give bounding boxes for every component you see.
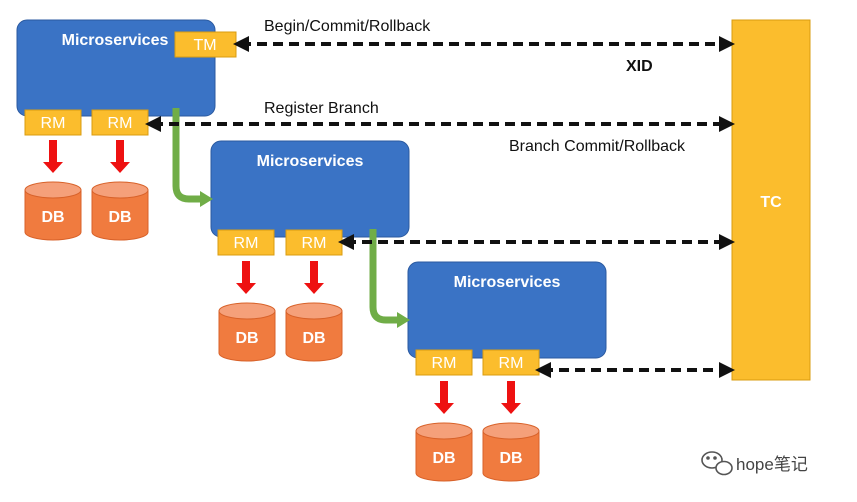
tm-label: TM <box>193 37 216 54</box>
service-3-rm-2-label: RM <box>499 355 524 372</box>
microservice-1-label: Microservices <box>62 32 169 49</box>
db-label-2-2: DB <box>302 330 325 347</box>
db-label-1-1: DB <box>41 209 64 226</box>
service-3-rm-1 <box>415 349 473 376</box>
tc-communication-arrows <box>145 36 735 378</box>
db-group-1: DB DB <box>24 181 149 241</box>
db-label-1-2: DB <box>108 209 131 226</box>
db-group-2: DB DB <box>218 302 343 362</box>
db-label-3-1: DB <box>432 450 455 467</box>
db-cylinder-2-2 <box>285 310 343 362</box>
flow-arrowheads <box>200 191 410 328</box>
db-label-2-1: DB <box>235 330 258 347</box>
service-1-rm-2 <box>91 109 149 136</box>
branch-commit-rollback-label: Branch Commit/Rollback <box>509 138 686 155</box>
db-arrow-2-1 <box>236 261 256 294</box>
tc-box <box>731 19 811 381</box>
microservice-2-label: Microservices <box>257 153 364 170</box>
db-arrow-1-2 <box>110 140 130 173</box>
register-branch-label: Register Branch <box>264 100 379 117</box>
service-1-rm-1-label: RM <box>41 115 66 132</box>
db-cylinder-2-1 <box>218 310 276 362</box>
db-cylinder-3-1 <box>415 430 473 482</box>
service-2-rm-1 <box>217 229 275 256</box>
db-arrow-1-1 <box>43 140 63 173</box>
wechat-icon <box>701 451 733 476</box>
watermark-text: hope笔记 <box>736 455 808 474</box>
call-chain-arrows <box>172 108 398 324</box>
service-2-rm-2-label: RM <box>302 235 327 252</box>
db-cylinder-1-1 <box>24 189 82 241</box>
service-2-rm-1-label: RM <box>234 235 259 252</box>
db-arrow-3-1 <box>434 381 454 414</box>
tm-box <box>174 31 237 58</box>
begin-commit-rollback-label: Begin/Commit/Rollback <box>264 18 431 35</box>
db-arrow-2-2 <box>304 261 324 294</box>
flow-arrow-1 <box>172 108 201 203</box>
service-1-rm-2-label: RM <box>108 115 133 132</box>
flow-arrow-2 <box>369 229 398 324</box>
service-3-rm-1-label: RM <box>432 355 457 372</box>
rm-to-db-arrows <box>43 140 521 414</box>
db-arrow-3-2 <box>501 381 521 414</box>
db-label-3-2: DB <box>499 450 522 467</box>
db-group-3: DB DB <box>415 422 540 482</box>
tc-label: TC <box>760 194 782 211</box>
xid-label: XID <box>626 58 653 75</box>
db-cylinder-3-2 <box>482 430 540 482</box>
db-cylinder-1-2 <box>91 189 149 241</box>
microservice-3-label: Microservices <box>454 274 561 291</box>
service-2-rm-2 <box>285 229 343 256</box>
service-1-rm-1 <box>24 109 82 136</box>
